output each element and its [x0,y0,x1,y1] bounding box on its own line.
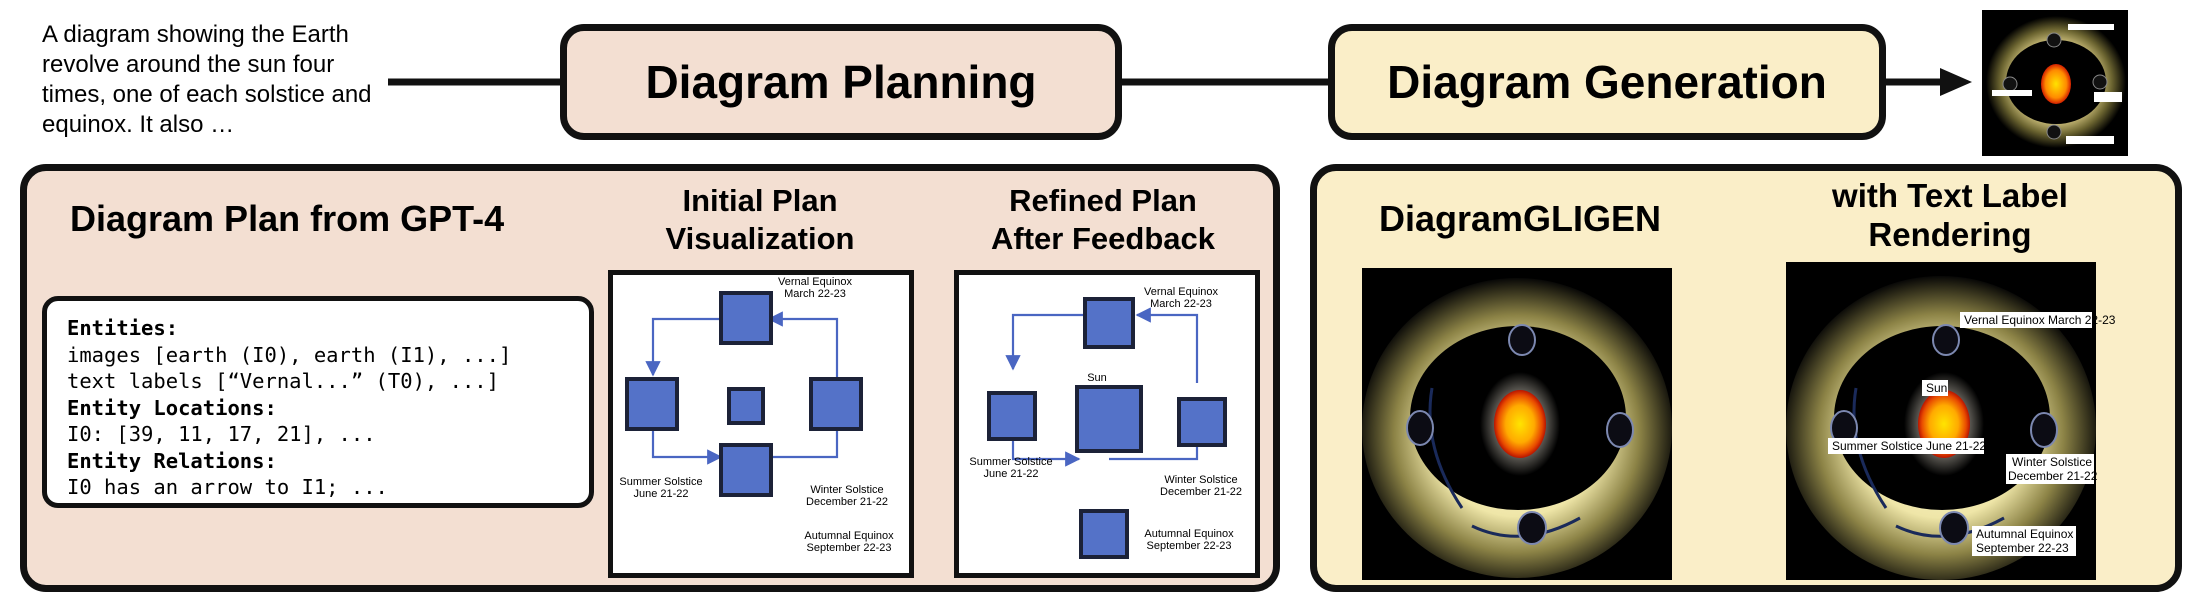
refined-plan-title-line1: Refined Plan [1009,183,1197,218]
box-sun [1075,385,1143,453]
label-summer-l2: June 21-22 [633,488,688,500]
label-winter-l1: Winter Solstice [1164,474,1237,486]
rendered-label-vernal: Vernal Equinox March 22-23 [1964,313,2116,327]
box-sun [727,387,765,425]
refined-plan-title-line2: After Feedback [991,221,1215,256]
rendered-label-autumnal-l2: September 22-23 [1976,541,2069,555]
label-winter-l1: Winter Solstice [810,484,883,496]
output-thumbnail [1982,10,2128,156]
gligen-output-image [1362,268,1672,580]
refined-plan-svg: Vernal Equinox March 22-23 Sun Summer So… [969,286,1242,559]
arrow-winter-to-vernal [767,311,839,381]
initial-plan-title: Initial Plan Visualization [610,182,910,258]
label-autumnal-l1: Autumnal Equinox [1144,528,1234,540]
label-summer-l1: Summer Solstice [969,456,1052,468]
plan-title: Diagram Plan from GPT-4 [70,198,505,239]
input-prompt: A diagram showing the Earth revolve arou… [42,21,372,138]
label-vernal-l1: Vernal Equinox [1144,286,1218,298]
code-locations-line: I0: [39, 11, 17, 21], ... [67,422,376,446]
box-vernal [719,291,773,345]
label-winter-l2: December 21-22 [1160,486,1242,498]
rendering-title-line1: with Text Label [1832,177,2068,214]
box-vernal [1083,297,1135,349]
label-sun: Sun [1087,372,1107,384]
initial-plan-visualization: Vernal Equinox March 22-23 Summer Solsti… [608,270,914,578]
box-autumnal [719,443,773,497]
label-summer-l2: June 21-22 [983,468,1038,480]
rendered-label-summer: Summer Solstice June 21-22 [1832,439,1986,453]
rendered-label-autumnal-l1: Autumnal Equinox [1976,527,2073,541]
arrowhead-icon [1940,68,1972,96]
initial-plan-svg: Vernal Equinox March 22-23 Summer Solsti… [619,276,894,554]
text-label-rendering-title: with Text Label Rendering [1760,176,2140,254]
code-relations-line: I0 has an arrow to I1; ... [67,475,388,499]
code-text-labels-line: text labels [“Vernal...” (T0), ...] [67,369,499,393]
box-winter [1177,397,1227,447]
refined-plan-visualization: Vernal Equinox March 22-23 Sun Summer So… [954,270,1260,578]
arrow-vernal-to-summer [645,317,721,377]
arrow-summer-to-autumnal [651,421,723,465]
label-autumnal-l2: September 22-23 [1147,540,1232,552]
rendering-title-line2: Rendering [1868,216,2032,253]
gligen-title: DiagramGLIGEN [1378,198,1662,239]
code-images-line: images [earth (I0), earth (I1), ...] [67,342,512,367]
label-autumnal-l1: Autumnal Equinox [804,530,894,542]
label-vernal-l2: March 22-23 [784,288,846,300]
box-autumnal [1079,509,1129,559]
rendered-label-sun: Sun [1926,381,1947,395]
initial-plan-title-line2: Visualization [665,221,855,256]
box-summer [987,391,1037,441]
arrow-vernal-to-summer [1005,313,1083,371]
initial-plan-title-line1: Initial Plan [682,183,838,218]
stage-diagram-planning: Diagram Planning [560,24,1122,140]
label-winter-l2: December 21-22 [806,496,888,508]
stage-diagram-generation: Diagram Generation [1328,24,1886,140]
rendered-label-winter-l2: December 21-22 [2008,469,2098,483]
label-vernal-l2: March 22-23 [1150,298,1212,310]
label-summer-l1: Summer Solstice [619,476,702,488]
arrow-winter-to-vernal [1135,307,1199,383]
code-relations-heading: Entity Relations: [67,448,277,473]
text-label-rendering-image: Vernal Equinox March 22-23 Sun Summer So… [1786,262,2116,580]
box-winter [809,377,863,431]
box-summer [625,377,679,431]
label-autumnal-l2: September 22-23 [807,542,892,554]
code-entities-heading: Entities: [67,316,179,340]
code-locations-heading: Entity Locations: [67,395,277,420]
diagram-plan-code: Entities:images [earth (I0), earth (I1),… [42,296,594,508]
rendered-label-winter-l1: Winter Solstice [2012,455,2092,469]
label-vernal-l1: Vernal Equinox [778,276,852,288]
refined-plan-title: Refined Plan After Feedback [950,182,1256,258]
